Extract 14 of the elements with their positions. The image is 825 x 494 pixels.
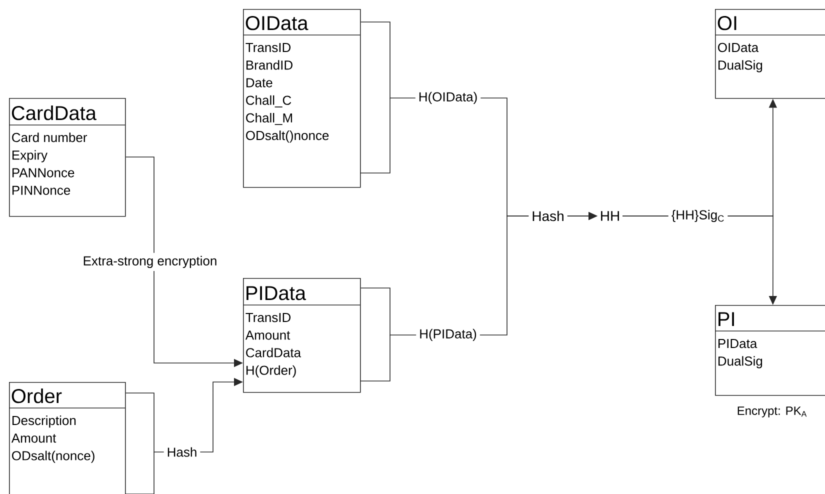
edge-label: Hash [164, 444, 200, 460]
class-box: CardData Card number Expiry PANNonce PINNonce [8, 98, 126, 217]
class-box: PIData TransID Amount CardData H(Order) [242, 278, 361, 393]
edge-label: {HH}Sig$_{C}$ [668, 206, 728, 226]
class-box: Order Description Amount ODsalt(nonce) [8, 382, 126, 494]
edge-label: H(PIData) [416, 326, 480, 344]
edge-label: Extra-strong encryption [80, 252, 220, 272]
box-caption: Encrypt: PK$_{A}$ [738, 406, 807, 418]
line-label: Hash [528, 208, 568, 224]
value-text: HH [601, 211, 619, 221]
class-box: PI PIData DualSig [714, 305, 825, 396]
edge-label: H(OIData) [415, 88, 481, 108]
class-box: OI OIData DualSig [714, 9, 825, 99]
class-box: OIData TransID BrandID Date Chall_C Chall_M ODsalt()nonce [242, 9, 361, 188]
